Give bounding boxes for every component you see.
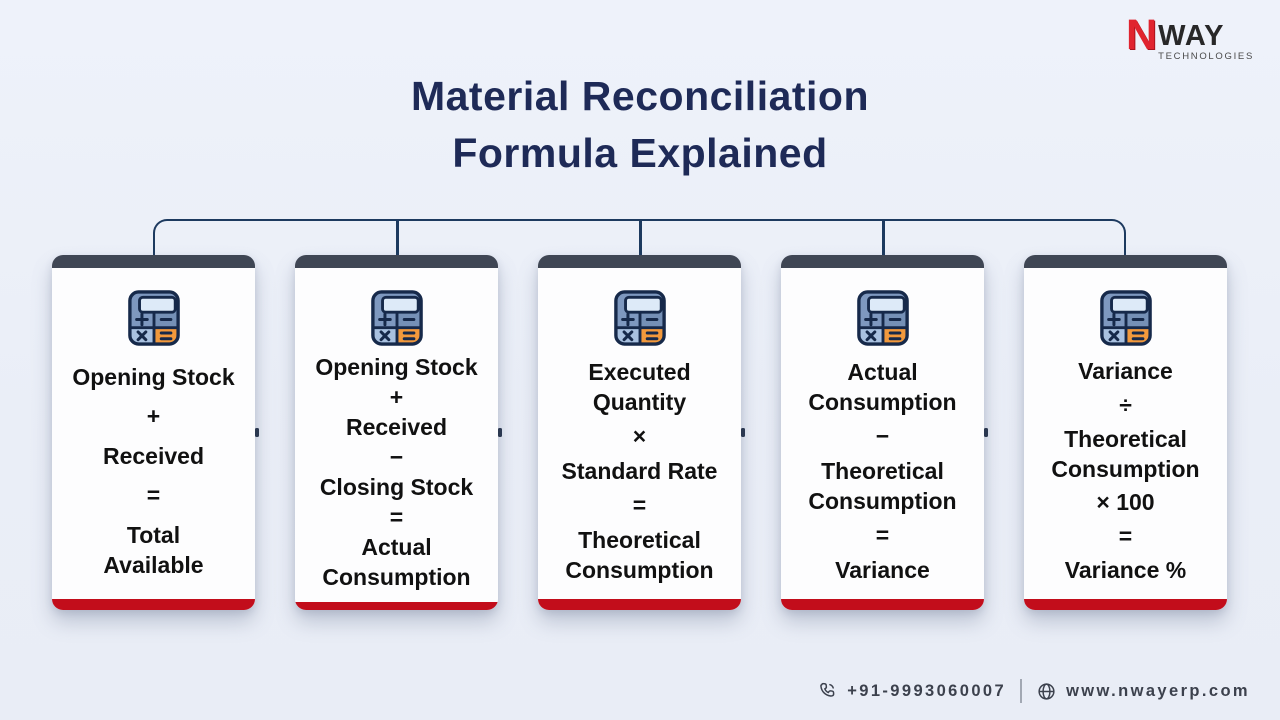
card-body: Variance ÷ Theoretical Consumption × 100 = Va… xyxy=(1024,268,1227,599)
calculator-icon xyxy=(613,289,667,347)
formula-line: = xyxy=(146,482,161,508)
formula-text: Actual Consumption − Theoretical Consumpti… xyxy=(781,347,984,599)
formula-line: Theoretical Consumption xyxy=(565,526,714,583)
formula-text: Opening Stock + Received = Total Available xyxy=(52,347,255,599)
flow-mark xyxy=(741,428,745,437)
formula-line: = xyxy=(1118,523,1133,550)
formula-line: Total Available xyxy=(103,521,204,578)
card-bottom-bar xyxy=(538,599,741,610)
formula-text: Variance ÷ Theoretical Consumption × 100 = Va… xyxy=(1024,347,1227,599)
formula-text: Opening Stock + Received − Closing Stock = Act… xyxy=(295,347,498,602)
formula-line: = xyxy=(632,492,647,518)
calculator-icon xyxy=(370,289,424,347)
formula-line: Variance xyxy=(1078,357,1173,384)
page-title-line2: Formula Explained xyxy=(452,130,828,176)
formula-line: Opening Stock xyxy=(315,354,478,380)
calculator-icon xyxy=(1099,289,1153,347)
card-top-bar xyxy=(781,255,984,268)
card-body: Executed Quantity × Standard Rate = Theoreti… xyxy=(538,268,741,599)
page-title-line1: Material Reconciliation xyxy=(410,73,870,119)
formula-line: Variance xyxy=(835,556,930,583)
connector-stem xyxy=(396,221,399,257)
formula-card: Executed Quantity × Standard Rate = Theoreti… xyxy=(538,255,741,610)
formula-line: − xyxy=(875,423,890,449)
phone-icon xyxy=(817,681,838,702)
globe-icon xyxy=(1036,681,1057,702)
flow-mark xyxy=(984,428,988,437)
formula-line: = xyxy=(875,522,890,548)
formula-line: Executed Quantity xyxy=(588,358,691,415)
website-url: www.nwayerp.com xyxy=(1066,681,1250,700)
formula-line: + xyxy=(146,403,161,429)
formula-line: × xyxy=(632,423,647,449)
formula-cards: Opening Stock + Received = Total Available xyxy=(52,255,1227,610)
formula-line: Actual Consumption xyxy=(808,358,957,415)
card-top-bar xyxy=(538,255,741,268)
card-bottom-bar xyxy=(52,599,255,610)
formula-line: Received xyxy=(345,414,447,440)
formula-line: Opening Stock xyxy=(72,363,235,390)
logo-letter-n: N xyxy=(1126,11,1158,59)
formula-line: = xyxy=(389,504,404,530)
formula-card: Actual Consumption − Theoretical Consumpti… xyxy=(781,255,984,610)
logo-wordmark: WAY TECHNOLOGIES xyxy=(1158,15,1254,63)
formula-line: Variance % xyxy=(1064,557,1187,584)
page-title: Material Reconciliation Formula Explaine… xyxy=(0,68,1280,182)
formula-line: − xyxy=(389,444,404,470)
card-bottom-bar xyxy=(1024,599,1227,610)
card-top-bar xyxy=(295,255,498,268)
card-top-bar xyxy=(52,255,255,268)
footer-divider xyxy=(1020,679,1023,703)
formula-line: ÷ xyxy=(1119,391,1132,418)
footer-contact: +91-9993060007 www.nwayerp.com xyxy=(817,679,1250,703)
card-body: Opening Stock + Received = Total Available xyxy=(52,268,255,599)
card-body: Opening Stock + Received − Closing Stock = Act… xyxy=(295,268,498,602)
nway-logo: N WAY TECHNOLOGIES xyxy=(1126,11,1254,63)
logo-way-text: WAY xyxy=(1158,20,1225,52)
card-top-bar xyxy=(1024,255,1227,268)
calculator-icon xyxy=(856,289,910,347)
card-body: Actual Consumption − Theoretical Consumpti… xyxy=(781,268,984,599)
formula-card: Variance ÷ Theoretical Consumption × 100 = Va… xyxy=(1024,255,1227,610)
connector-tree xyxy=(153,219,1126,257)
calculator-icon xyxy=(127,289,181,347)
formula-text: Executed Quantity × Standard Rate = Theoreti… xyxy=(538,347,741,599)
card-bottom-bar xyxy=(295,602,498,610)
formula-line: Theoretical Consumption xyxy=(808,457,957,514)
formula-card: Opening Stock + Received − Closing Stock = Act… xyxy=(295,255,498,610)
phone-number: +91-9993060007 xyxy=(847,681,1007,700)
formula-line: Actual Consumption xyxy=(322,534,471,590)
flow-mark xyxy=(255,428,259,437)
formula-line: Theoretical Consumption xyxy=(1051,425,1200,482)
formula-line: Closing Stock xyxy=(319,474,474,500)
formula-line: × 100 xyxy=(1096,489,1155,516)
flow-mark xyxy=(498,428,502,437)
logo-technologies-text: TECHNOLOGIES xyxy=(1158,51,1254,62)
formula-card: Opening Stock + Received = Total Available xyxy=(52,255,255,610)
card-bottom-bar xyxy=(781,599,984,610)
formula-line: Standard Rate xyxy=(561,457,718,484)
connector-stem xyxy=(882,221,885,257)
formula-line: + xyxy=(389,384,404,410)
connector-stem xyxy=(639,221,642,257)
formula-line: Received xyxy=(102,442,204,469)
